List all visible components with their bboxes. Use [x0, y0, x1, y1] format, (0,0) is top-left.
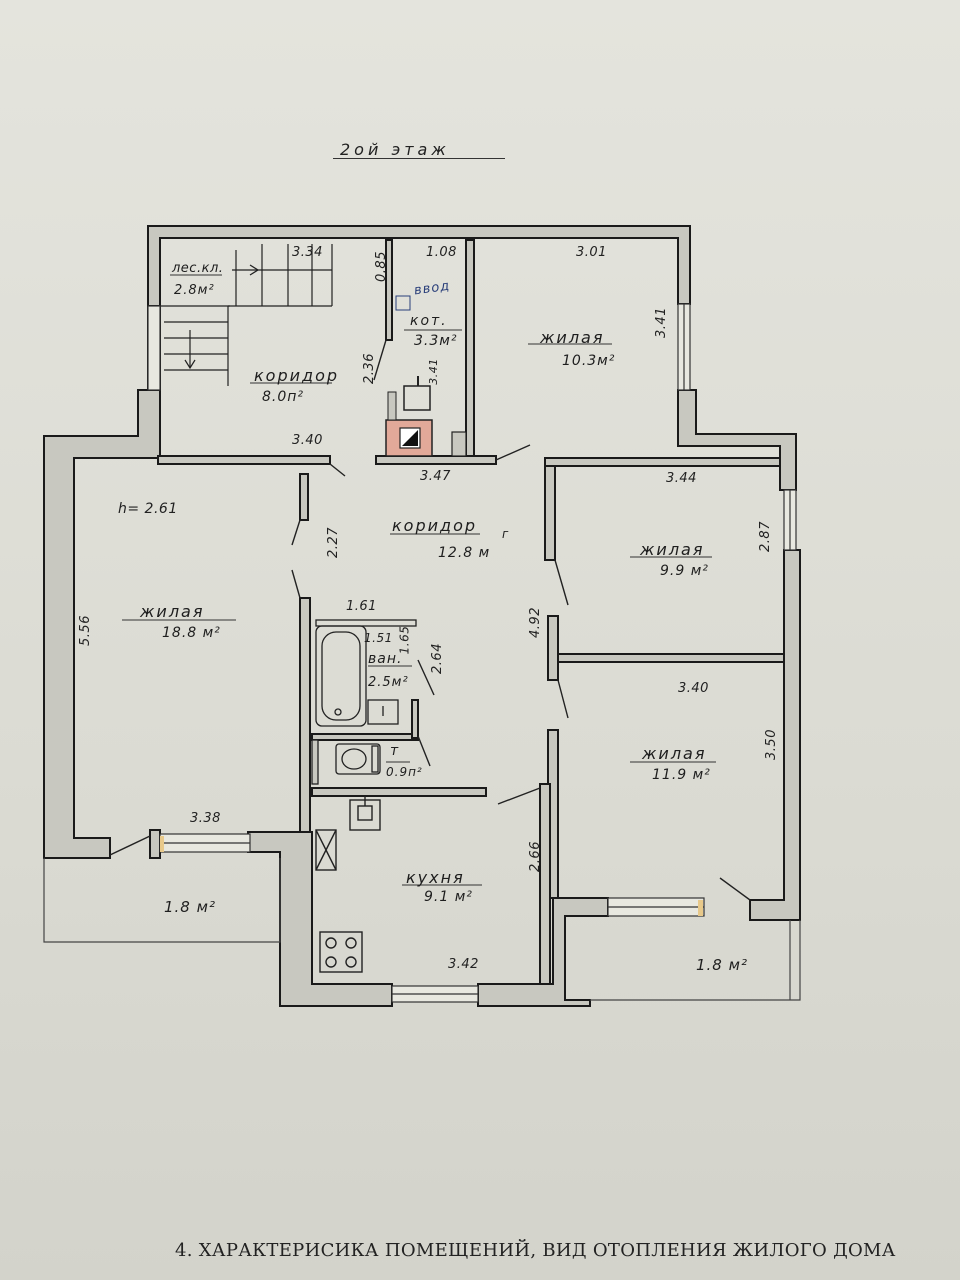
boiler-label: кот. — [410, 313, 448, 329]
corridor-center-label: коридор — [392, 516, 478, 535]
wall-boiler-left — [385, 239, 393, 341]
bathroom-fixtures — [311, 619, 417, 785]
wc-area: 0.9п² — [386, 765, 423, 779]
floor-title: 2ой этаж — [340, 140, 450, 159]
dim-0-85: 0.85 — [373, 251, 389, 282]
ceiling-height: h= 2.61 — [118, 501, 178, 517]
living-bottom-right-area: 11.9 м² — [652, 767, 711, 783]
floor-title-underline — [333, 158, 505, 159]
wall-kitchen-top — [311, 787, 487, 797]
dim-2-66: 2.66 — [527, 841, 543, 872]
dim-4-92: 4.92 — [527, 607, 543, 638]
dim-1-51: 1.51 — [364, 631, 393, 645]
footer-section-heading: 4. ХАРАКТЕРИСИКА ПОМЕЩЕНИЙ, ВИД ОТОПЛЕНИ… — [175, 1240, 896, 1261]
living-top-right-label: жилая — [540, 328, 605, 347]
dim-1-08: 1.08 — [426, 245, 457, 260]
dim-3-42: 3.42 — [448, 957, 479, 972]
dim-3-41-boiler: 3.41 — [426, 358, 440, 385]
wall-between-right-rooms — [557, 653, 785, 663]
wall-bottom-left — [247, 831, 393, 1007]
wall-corridor-top — [157, 455, 331, 465]
living-mid-right-area: 9.9 м² — [660, 563, 709, 579]
dim-1-61: 1.61 — [346, 599, 377, 614]
dim-2-36: 2.36 — [361, 353, 377, 384]
dim-3-01: 3.01 — [576, 245, 607, 260]
wall-boiler-right — [465, 239, 475, 457]
stair-area: 2.8м² — [174, 283, 215, 298]
kitchen-fixtures — [315, 796, 381, 973]
bath-area: 2.5м² — [368, 675, 409, 690]
corridor-top-label: коридор — [254, 366, 340, 385]
stair-label: лес.кл. — [172, 261, 224, 276]
wall-center-left-low — [299, 597, 311, 833]
label-underlines — [122, 274, 716, 886]
wall-right-rooms-mid — [547, 615, 559, 681]
dim-5-56: 5.56 — [77, 615, 93, 646]
boiler-area: 3.3м² — [414, 333, 458, 349]
balcony-left-area: 1.8 м² — [164, 898, 216, 916]
balcony-right-area: 1.8 м² — [696, 956, 748, 974]
wall-boiler-bottom — [375, 455, 497, 465]
bath-label: ван. — [368, 651, 403, 667]
dim-3-41-right: 3.41 — [653, 307, 669, 338]
dim-2-87: 2.87 — [757, 521, 773, 552]
wall-right-rooms-left — [544, 461, 556, 561]
kitchen-label: кухня — [406, 868, 465, 887]
dim-3-50: 3.50 — [763, 729, 779, 760]
dim-1-65: 1.65 — [397, 625, 412, 655]
dim-2-64: 2.64 — [429, 643, 445, 674]
living-left-label: жилая — [140, 602, 205, 621]
wc-label: т — [390, 743, 401, 759]
wall-wc-top — [311, 733, 419, 741]
living-left-area: 18.8 м² — [162, 625, 221, 641]
wall-left-upper-notch — [43, 389, 161, 859]
wall-kitchen-right — [539, 783, 551, 985]
dim-2-27: 2.27 — [325, 527, 341, 558]
dim-3-40-bottom: 3.40 — [678, 681, 709, 696]
dim-3-38: 3.38 — [190, 811, 221, 826]
wall-center-left — [299, 473, 309, 521]
wall-left-window-end — [149, 829, 161, 859]
stair-lines — [160, 244, 333, 386]
dim-3-40-top: 3.40 — [292, 433, 323, 448]
corridor-center-area: 12.8 м — [438, 545, 491, 561]
living-mid-right-label: жилая — [640, 540, 705, 559]
door-swings — [109, 339, 751, 901]
dim-3-34: 3.34 — [292, 245, 323, 260]
dim-3-44: 3.44 — [666, 471, 697, 486]
wall-corridor-hline — [544, 457, 781, 467]
balconies — [43, 858, 801, 1001]
boiler-stove — [385, 295, 467, 457]
living-top-right-area: 10.3м² — [562, 353, 616, 369]
dim-3-47: 3.47 — [420, 469, 451, 484]
corridor-center-unit: г — [502, 527, 510, 541]
windows — [147, 303, 797, 1003]
living-bottom-right-label: жилая — [642, 744, 707, 763]
kitchen-area: 9.1 м² — [424, 889, 473, 905]
wall-right — [749, 549, 801, 921]
wall-bath-right — [411, 699, 419, 739]
corridor-top-area: 8.0п² — [262, 389, 305, 405]
